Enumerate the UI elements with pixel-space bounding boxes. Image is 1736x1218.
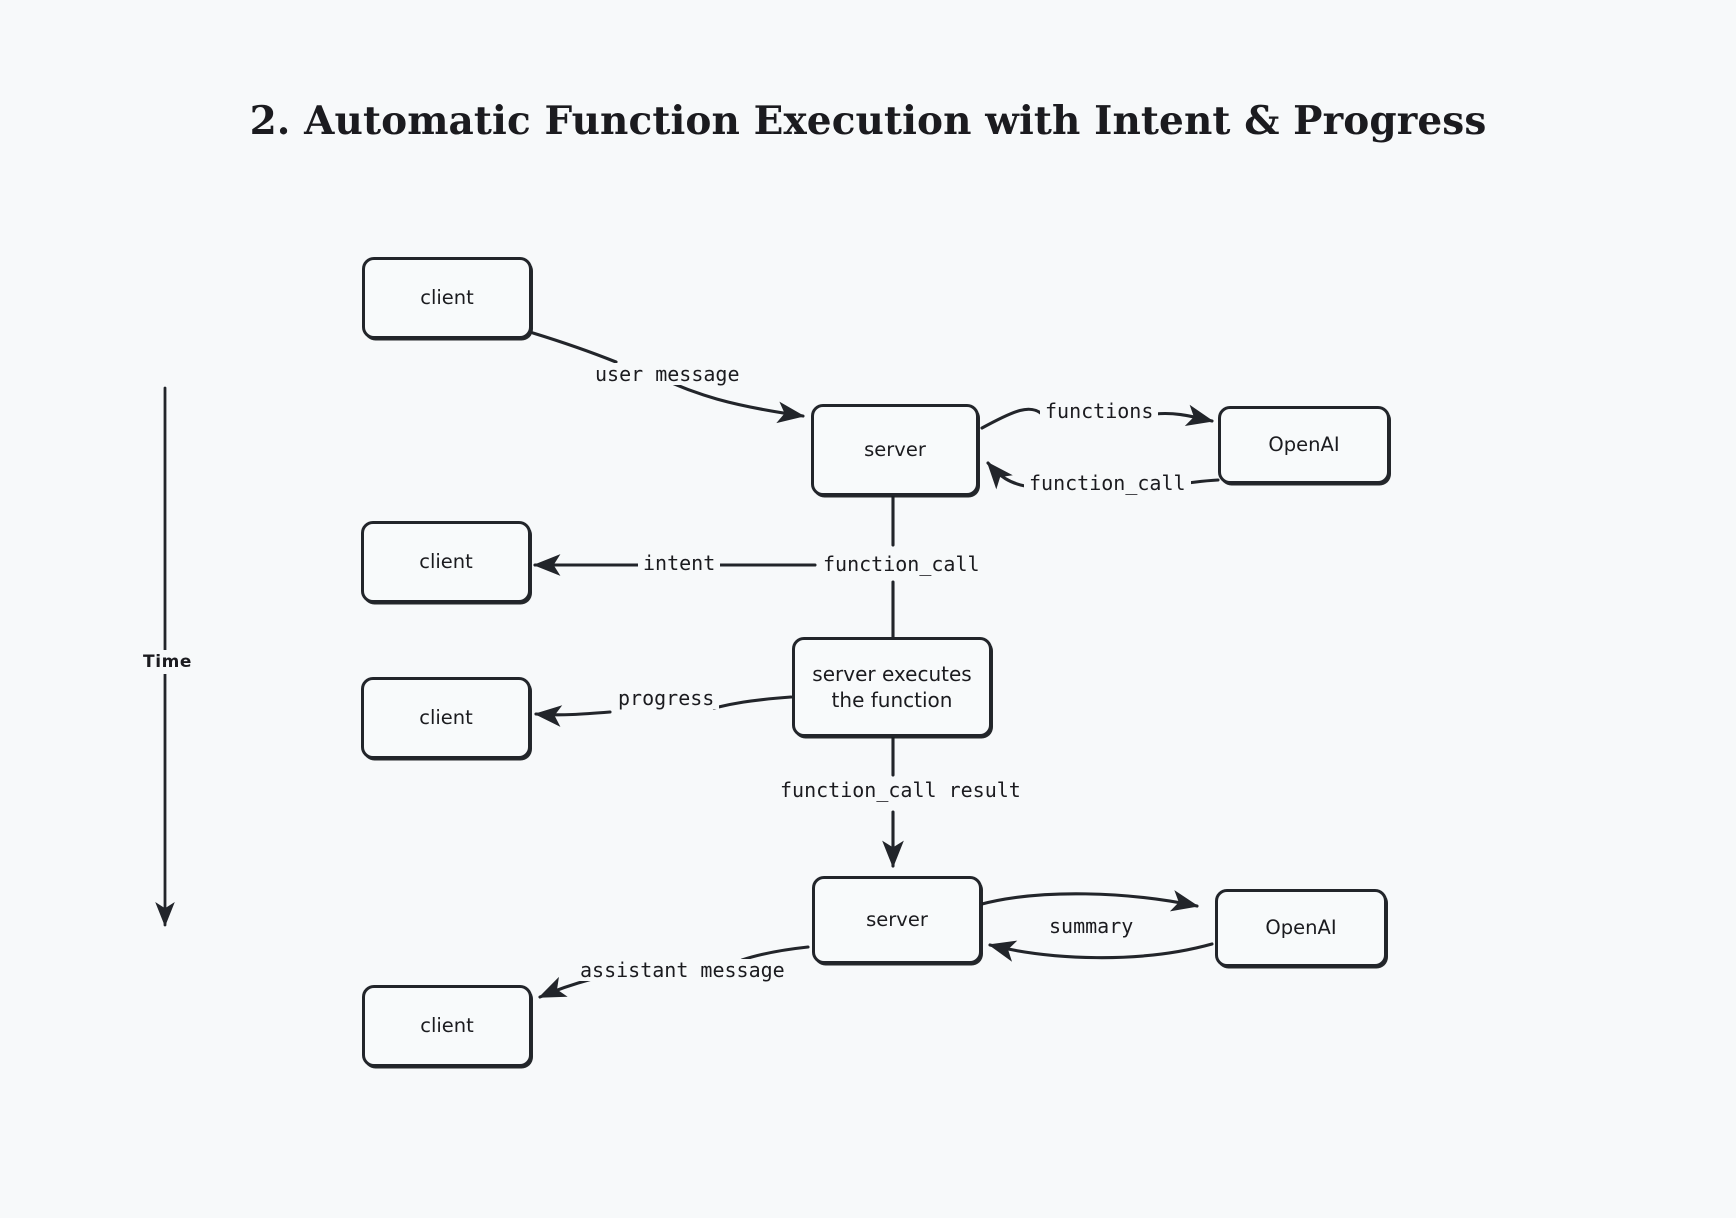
node-label: server executes the function [812, 661, 972, 712]
edge-functions [980, 404, 1214, 430]
node-server-bottom[interactable]: server [812, 876, 982, 964]
node-client-progress[interactable]: client [361, 677, 531, 759]
node-server-executes[interactable]: server executes the function [792, 637, 992, 737]
edge-label-functions: functions [1040, 400, 1159, 422]
edge-summary-response [988, 940, 1214, 962]
edge-label-user-message: user message [590, 363, 745, 385]
node-client-bottom[interactable]: client [362, 985, 532, 1067]
time-axis-label: Time [139, 650, 197, 674]
node-label: client [419, 550, 473, 574]
edge-label-intent: intent [638, 552, 721, 574]
edge-label-function-call-return: function_call [1024, 472, 1191, 494]
node-server-top[interactable]: server [811, 404, 979, 496]
edge-label-progress: progress [613, 687, 720, 709]
node-label: OpenAI [1268, 433, 1340, 457]
page-title: 2. Automatic Function Execution with Int… [249, 98, 1487, 144]
node-openai-top[interactable]: OpenAI [1218, 406, 1390, 484]
node-label: server [866, 908, 928, 932]
node-label: client [420, 1014, 474, 1038]
node-label: client [420, 286, 474, 310]
edge-label-function-call-down: function_call [818, 553, 985, 575]
node-label: server [864, 438, 926, 462]
edge-label-function-call-result: function_call result [775, 779, 1026, 801]
node-client-top[interactable]: client [362, 257, 532, 339]
edge-summary-request [976, 890, 1199, 912]
edge-label-summary: summary [1044, 915, 1139, 937]
node-label: OpenAI [1265, 916, 1337, 940]
node-client-intent[interactable]: client [361, 521, 531, 603]
edge-label-assistant-message: assistant message [575, 959, 790, 981]
node-openai-bottom[interactable]: OpenAI [1215, 889, 1387, 967]
node-label: client [419, 706, 473, 730]
